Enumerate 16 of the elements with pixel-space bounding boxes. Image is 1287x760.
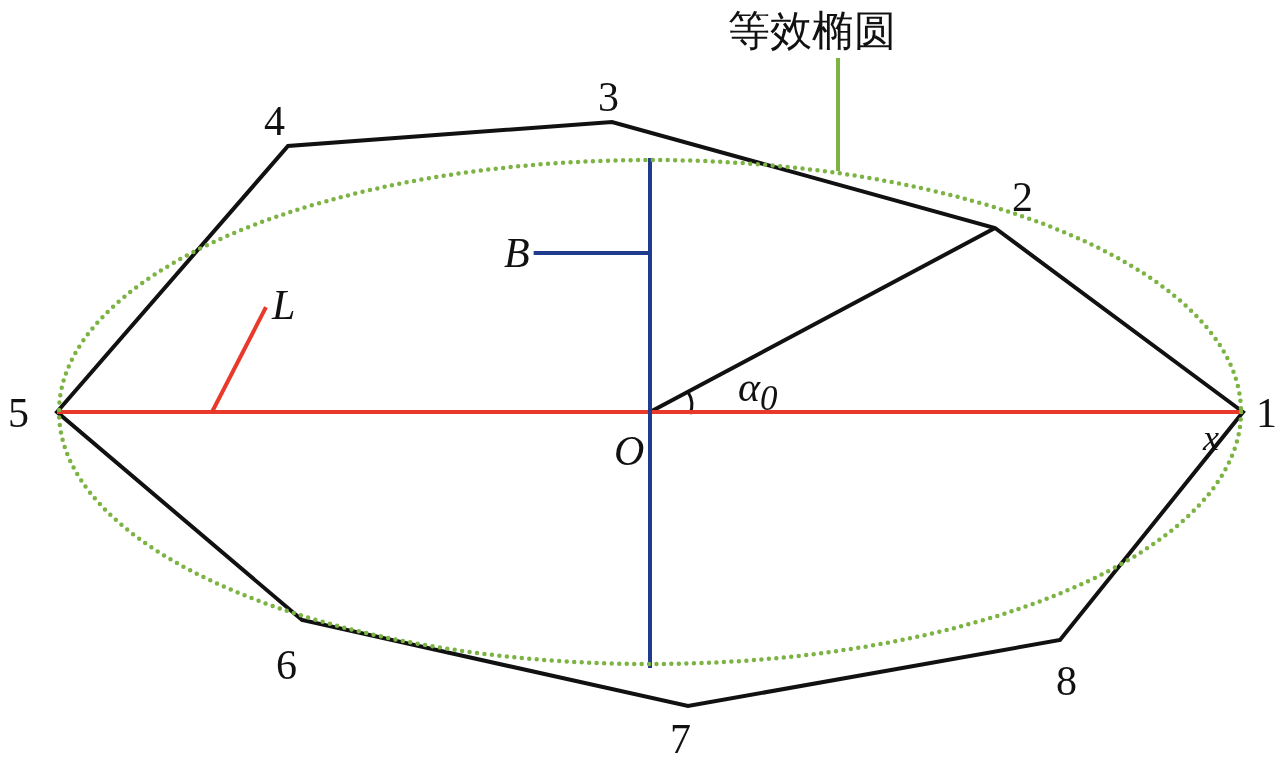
leader-line	[533, 251, 650, 255]
leader-line	[210, 306, 268, 413]
vertex-number: 4	[264, 100, 285, 142]
text-label: L	[272, 284, 296, 326]
vertex-number: 5	[8, 392, 29, 434]
math-symbol: α$_{0}$	[738, 366, 778, 417]
vertex-number: 7	[670, 718, 691, 760]
vertex-number: 3	[598, 76, 619, 118]
leader-line	[836, 58, 840, 172]
vertex-number: 8	[1056, 660, 1077, 702]
vertex-number: 2	[1012, 176, 1033, 218]
math-symbol: O	[614, 430, 645, 472]
text-label: 等效椭圆	[728, 10, 896, 52]
vertex-number: 1	[1256, 392, 1277, 434]
text-label: B	[504, 232, 530, 274]
vertex-number: 6	[276, 644, 297, 686]
